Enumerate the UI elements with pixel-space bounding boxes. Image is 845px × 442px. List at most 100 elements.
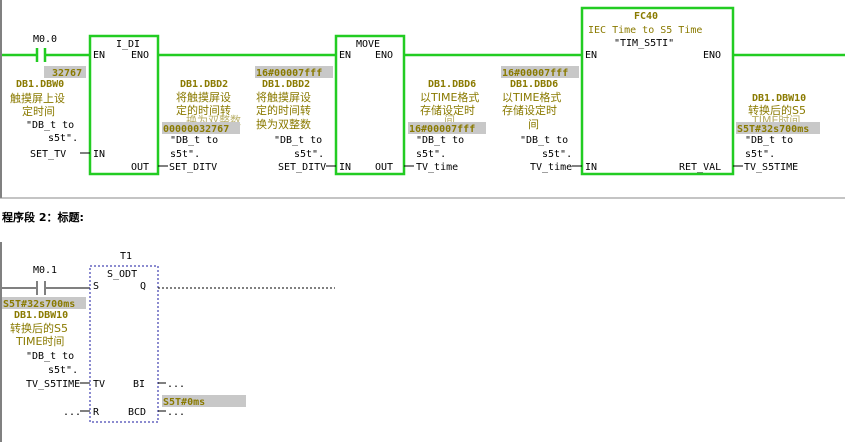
monitor-value: 32767 [52,68,82,79]
r-input-operand[interactable]: ... [63,407,81,418]
value-highlight [44,66,86,78]
in-pin: IN [585,162,597,173]
comment-line: 转换后的S5 [10,321,68,335]
symbol-name: SET_DITV [278,162,326,173]
idi-output-operand[interactable]: DB1.DBD2 将触摸屏设 定的时间转 换为双整数 00000032767 "… [162,79,241,173]
s-pin: S [93,281,99,292]
comment-line: 定的时间转 [176,103,231,117]
monitor-value: S5T#32s700ms [737,124,809,135]
symbol-line: s5t". [542,149,572,160]
symbol-name: SET_DITV [169,162,217,173]
contact-label: M0.0 [33,34,57,45]
en-pin: EN [339,50,351,61]
timer-name: T1 [120,251,132,262]
eno-pin: ENO [375,50,393,61]
en-pin: EN [585,50,597,61]
symbol-line: s5t". [170,149,200,160]
contact-label: M0.1 [33,265,57,276]
operand-address: DB1.DBW10 [752,93,806,104]
value-highlight [408,122,486,134]
value-highlight [501,66,579,78]
symbol-line: s5t". [48,133,78,144]
symbol-line: "DB_t to [274,135,322,146]
fc40-block[interactable]: FC40 IEC Time to S5 Time "TIM_S5TI" EN E… [580,6,735,176]
bcd-monitor: S5T#0ms [162,395,246,408]
operand-address: DB1.DBW10 [14,310,68,321]
block-symbol: "TIM_S5TI" [614,38,674,49]
comment-line: 定时间 [22,104,55,118]
block-name: MOVE [356,39,380,50]
symbol-line: "DB_t to [745,135,793,146]
symbol-line: s5t". [416,149,446,160]
in-pin: IN [93,149,105,160]
comment-line: 换为双整数 [256,117,311,131]
out-pin: OUT [131,162,149,173]
q-pin: Q [140,281,146,292]
value-highlight [2,297,86,309]
network-2: M0.1 T1 S_ODT S Q TV BI R BCD S5T#32s700… [0,242,335,442]
comment-line: 间 [444,114,455,127]
move-input-operand[interactable]: 16#00007fff DB1.DBD2 将触摸屏设 定的时间转 换为双整数 "… [255,66,333,173]
operand-address: DB1.DBD2 [262,79,310,90]
ret-val-pin: RET_VAL [679,162,721,173]
monitor-value: S5T#32s700ms [3,299,75,310]
bi-pin: BI [133,379,145,390]
bi-output-operand[interactable]: ... [167,379,185,390]
symbol-line: s5t". [294,149,324,160]
out-pin: OUT [375,162,393,173]
monitor-value: 16#00007fff [409,124,475,135]
operand-address: DB1.DBD6 [428,79,476,90]
i-di-block[interactable]: I_DI EN ENO IN OUT [88,34,160,176]
r-pin: R [93,407,100,418]
monitor-value: 16#00007fff [502,68,568,79]
symbol-line: "DB_t to [26,351,74,362]
symbol-line: s5t". [48,365,78,376]
monitor-value: 16#00007fff [256,68,322,79]
s-odt-timer-block[interactable]: T1 S_ODT S Q TV BI R BCD [89,251,159,423]
symbol-line: "DB_t to [170,135,218,146]
symbol-line: "DB_t to [26,120,74,131]
symbol-line: "DB_t to [520,135,568,146]
comment-line: 触摸屏上设 [10,91,65,105]
bcd-pin: BCD [128,407,146,418]
operand-address: DB1.DBD6 [510,79,558,90]
contact-m0-0[interactable]: M0.0 [33,34,57,62]
comment-line: 存储设定时 [420,103,475,117]
symbol-name: TV_time [416,162,458,173]
tv-input-operand[interactable]: S5T#32s700ms DB1.DBW10 转换后的S5 TIME时间 "DB… [2,297,86,390]
comment-line: 将触摸屏设 [256,90,311,104]
fc-input-operand[interactable]: 16#00007fff DB1.DBD6 以TIME格式 存储设定时 间 "DB… [501,66,579,173]
value-highlight [162,122,240,134]
comment-line: 以TIME格式 [502,90,561,104]
symbol-line: "DB_t to [416,135,464,146]
value-highlight [255,66,333,78]
comment-line: 间 [528,118,539,131]
contact-m0-1[interactable]: M0.1 [33,265,57,295]
operand-address: DB1.DBW0 [16,79,64,90]
eno-pin: ENO [131,50,149,61]
comment-line: TIME时间 [15,335,64,348]
monitor-value: 00000032767 [163,124,229,135]
block-name: I_DI [116,39,140,50]
fc-output-operand[interactable]: DB1.DBW10 转换后的S5 TIME时间 S5T#32s700ms "DB… [736,93,820,173]
comment-line: 以TIME格式 [420,90,479,104]
operand-address: DB1.DBD2 [180,79,228,90]
idi-input-operand[interactable]: 32767 DB1.DBW0 触摸屏上设 定时间 "DB_t to s5t". … [10,66,86,160]
symbol-name: SET_TV [30,149,66,160]
block-number: FC40 [634,11,658,22]
value-highlight [162,395,246,407]
network-2-header[interactable]: 程序段 2：标题: [2,210,84,224]
eno-pin: ENO [703,50,721,61]
network-1: M0.0 I_DI EN ENO IN OUT 32767 DB1.DBW0 触… [0,0,845,199]
block-title: IEC Time to S5 Time [588,25,702,36]
comment-line: 存储设定时 [502,103,557,117]
comment-line: 将触摸屏设 [176,90,231,104]
block-name: S_ODT [107,269,137,280]
tv-pin: TV [93,379,105,390]
move-output-operand[interactable]: DB1.DBD6 以TIME格式 存储设定时 间 16#00007fff "DB… [408,79,486,173]
bcd-output-operand[interactable]: ... [167,407,185,418]
comment-line: 转换后的S5 [748,103,806,117]
symbol-name: TV_S5TIME [26,379,80,390]
move-block[interactable]: MOVE EN ENO IN OUT [334,34,406,176]
